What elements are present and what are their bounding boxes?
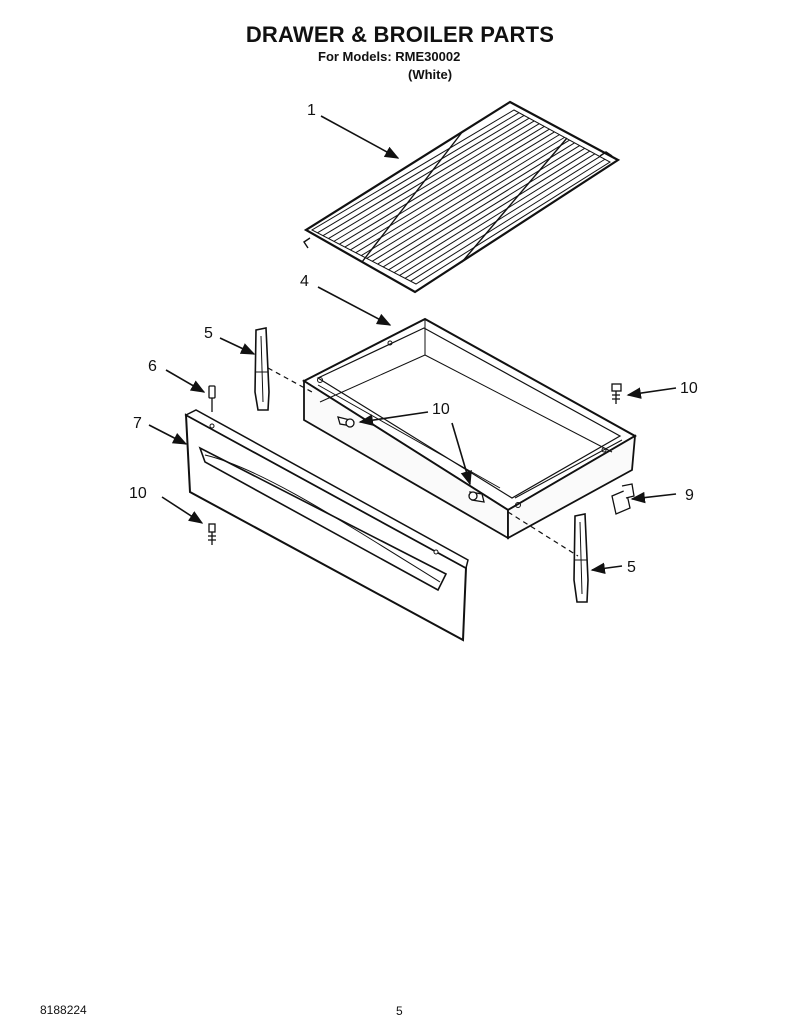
clip-part-9 bbox=[611, 483, 635, 515]
callout-7: 7 bbox=[133, 415, 142, 432]
rack-wire bbox=[322, 115, 525, 237]
leader-arrow-9 bbox=[630, 491, 677, 504]
rack-wire bbox=[361, 134, 560, 257]
leader-arrow-10-right bbox=[626, 387, 677, 399]
rack-wire bbox=[404, 156, 601, 279]
page-title: DRAWER & BROILER PARTS bbox=[245, 22, 555, 47]
document-number: 8188224 bbox=[40, 1003, 87, 1017]
screw-part-10-left bbox=[208, 523, 216, 545]
rack-wire bbox=[333, 120, 535, 242]
rack-wire bbox=[371, 139, 570, 262]
rack-wire bbox=[388, 147, 586, 271]
screw-part-10-right bbox=[611, 383, 622, 404]
callout-10-left: 10 bbox=[129, 485, 147, 502]
rack-wire bbox=[317, 112, 520, 234]
rack-wire bbox=[410, 158, 606, 282]
rack-wire bbox=[366, 136, 565, 259]
rack-wire bbox=[393, 150, 591, 274]
screw-part-10-pan-lower bbox=[468, 491, 485, 503]
callout-4: 4 bbox=[300, 273, 309, 290]
callout-1: 1 bbox=[307, 102, 316, 119]
rack-wire bbox=[377, 142, 575, 265]
screw-part-10-pan bbox=[337, 416, 355, 428]
screw-part-6 bbox=[208, 385, 216, 412]
callout-10-pan: 10 bbox=[432, 401, 450, 418]
rack-wire bbox=[355, 131, 555, 254]
leader-arrow-10-left bbox=[161, 496, 204, 524]
broiler-drawer-pan bbox=[301, 317, 638, 540]
alignment-line-right bbox=[507, 511, 579, 557]
color-line: (White) bbox=[408, 67, 453, 82]
leader-arrow-1 bbox=[320, 115, 400, 159]
callout-10-right: 10 bbox=[680, 380, 698, 397]
rack-wire bbox=[339, 123, 540, 245]
leader-arrow-4 bbox=[317, 286, 392, 326]
leader-arrow-6 bbox=[165, 369, 206, 393]
drawer-glide-right bbox=[573, 513, 589, 603]
leader-arrow-10-pan-lower bbox=[451, 422, 472, 486]
leader-arrow-5-right bbox=[590, 562, 623, 574]
page-number: 5 bbox=[396, 1004, 403, 1018]
drawer-front-panel bbox=[184, 409, 469, 642]
callout-5-left: 5 bbox=[204, 325, 213, 342]
leader-arrow-7 bbox=[148, 424, 188, 445]
rack-wire bbox=[399, 153, 596, 276]
leader-arrow-10-pan bbox=[358, 411, 429, 426]
callout-6: 6 bbox=[148, 358, 157, 375]
rack-wire bbox=[344, 125, 545, 248]
leader-arrow-5-left bbox=[219, 337, 256, 355]
models-line: For Models: RME30002 bbox=[318, 49, 461, 64]
rack-wire bbox=[350, 128, 550, 251]
rack-wire bbox=[382, 145, 580, 268]
callout-9: 9 bbox=[685, 487, 694, 504]
callout-5-right: 5 bbox=[627, 559, 636, 576]
broiler-rack bbox=[303, 100, 621, 294]
rack-wire bbox=[328, 117, 530, 239]
drawer-glide-left bbox=[254, 327, 270, 411]
